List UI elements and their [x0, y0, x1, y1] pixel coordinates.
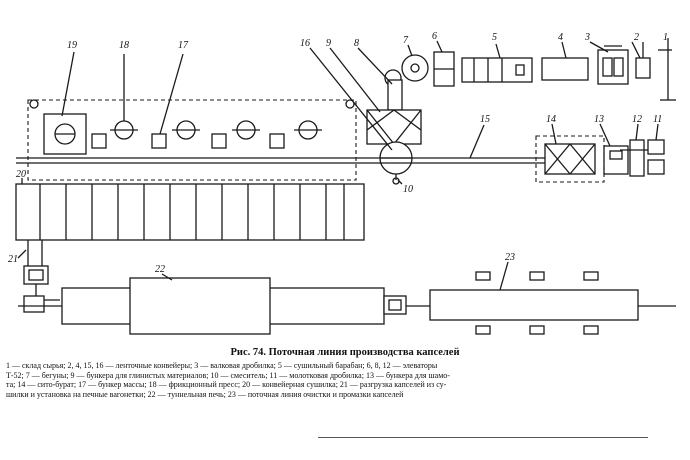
- item-17-mass-bunkers: [91, 53, 285, 149]
- production-line-diagram: 1 2 3 4 5 6 7 8 9 10 11 12 13 14 15 16 1…: [8, 31, 676, 335]
- item-12-elevator: [629, 139, 645, 177]
- item-15-belt-conveyor: [16, 157, 560, 164]
- item-4-belt-conveyor: [541, 57, 589, 81]
- label-1: 1: [663, 32, 668, 43]
- label-13: 13: [594, 114, 604, 125]
- label-12: 12: [632, 114, 642, 125]
- label-17: 17: [178, 40, 189, 51]
- label-6: 6: [432, 31, 437, 42]
- label-11: 11: [653, 114, 662, 125]
- label-14: 14: [546, 114, 556, 125]
- bottom-rule: [318, 437, 648, 438]
- label-20: 20: [16, 169, 26, 180]
- item-3-roll-crusher: [597, 45, 629, 85]
- label-4: 4: [558, 32, 563, 43]
- item-2-belt-conveyor: [635, 42, 651, 79]
- item-22-tunnel-kiln: [18, 277, 676, 335]
- label-19: 19: [67, 40, 77, 51]
- figure-legend: 1 — склад сырья; 2, 4, 15, 16 — ленточны…: [6, 361, 682, 399]
- item-13-chamotte-bunkers: [603, 145, 629, 175]
- legend-line: Т-52; 7 — бегуны; 9 — бункера для глинис…: [6, 370, 450, 380]
- label-8: 8: [354, 38, 359, 49]
- legend-line: 1 — склад сырья; 2, 4, 15, 16 — ленточны…: [6, 361, 438, 370]
- item-18-friction-presses: [110, 54, 322, 140]
- label-5: 5: [492, 32, 497, 43]
- label-16: 16: [300, 38, 310, 49]
- item-20-conveyor-dryer: [15, 183, 365, 241]
- legend-line: шилки и установка на печные вагонетки; 2…: [6, 389, 404, 399]
- legend-line: та; 14 — сито-бурат; 17 — бункер массы; …: [6, 380, 447, 389]
- label-2: 2: [634, 32, 639, 43]
- label-22: 22: [155, 264, 165, 275]
- item-21-unloading: [23, 240, 60, 313]
- leader-lines: [17, 40, 659, 291]
- item-9-clay-bunkers: [366, 109, 422, 145]
- item-14-screen-burat: [535, 135, 605, 183]
- label-9: 9: [326, 38, 331, 49]
- item-5-drying-drum: [461, 57, 533, 83]
- label-3: 3: [584, 32, 590, 43]
- label-10: 10: [403, 184, 413, 195]
- item-1-raw-storage: [658, 38, 676, 101]
- label-21: 21: [8, 254, 18, 265]
- label-15: 15: [480, 114, 490, 125]
- label-23: 23: [505, 252, 515, 263]
- item-23-cleaning-line: [429, 271, 639, 335]
- item-8-elevator: [387, 79, 403, 111]
- item-11-hammer-crusher: [620, 139, 665, 175]
- figure-caption-title: Рис. 74. Поточная линия производства кап…: [230, 347, 460, 358]
- item-19-unit: [43, 113, 87, 155]
- press-hall: [27, 99, 357, 181]
- label-7: 7: [403, 35, 409, 46]
- label-18: 18: [119, 40, 129, 51]
- item-6-elevator: [433, 51, 455, 87]
